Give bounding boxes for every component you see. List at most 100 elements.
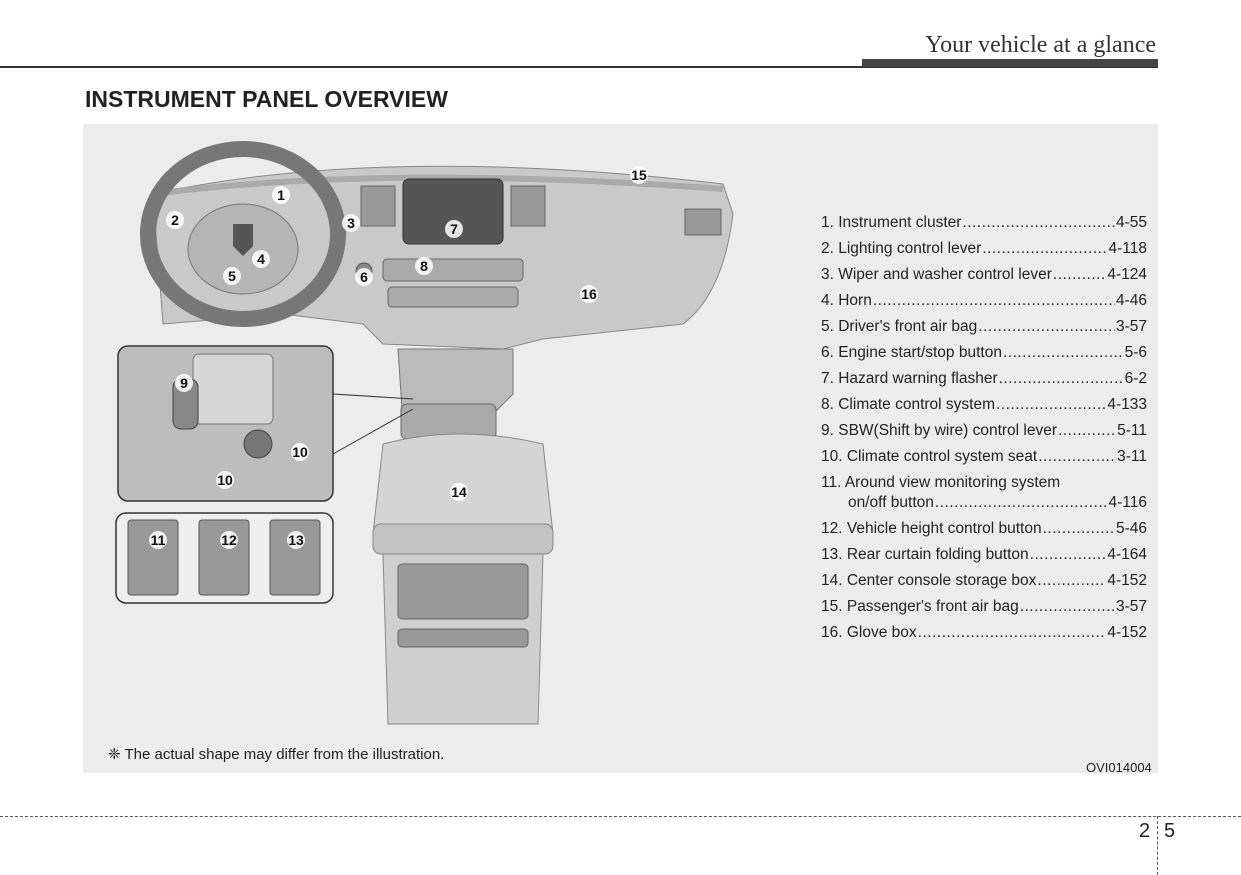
legend-label: 15. Passenger's front air bag [821, 598, 1019, 615]
callout-marker [220, 531, 238, 549]
leader-dots [1030, 546, 1107, 564]
callout-number: 8 [420, 258, 428, 274]
legend-item: 15. Passenger's front air bag 3-57 [821, 598, 1147, 624]
legend-item: 9. SBW(Shift by wire) control lever 5-11 [821, 422, 1147, 448]
legend-item: 3. Wiper and washer control lever 4-124 [821, 266, 1147, 292]
legend-label: 16. Glove box [821, 624, 917, 641]
callout-marker [216, 471, 234, 489]
callout-number: 4 [257, 251, 265, 267]
leader-dots [1058, 422, 1116, 440]
leader-dots [1037, 572, 1106, 590]
page-divider [1157, 816, 1158, 875]
leader-dots [1020, 598, 1115, 616]
callout-marker [166, 211, 184, 229]
callout-number: 3 [347, 215, 355, 231]
legend-item: 7. Hazard warning flasher6-2 [821, 370, 1147, 396]
legend-page: 3-11 [1117, 448, 1147, 465]
legend-label: 8. Climate control system [821, 396, 995, 413]
footer-rule [0, 816, 1241, 817]
callout-number: 11 [151, 532, 166, 548]
page-number: 5 [1164, 820, 1176, 842]
legend-page: 5-6 [1124, 344, 1147, 361]
leader-dots [996, 396, 1106, 414]
leader-dots [1043, 520, 1115, 538]
figure-code: OVI014004 [1086, 760, 1152, 775]
callout-number: 10 [217, 472, 233, 488]
legend-page: 4-46 [1115, 292, 1147, 309]
legend-page: 4-124 [1107, 266, 1147, 283]
legend-page: 4-152 [1107, 624, 1147, 641]
legend-label: 4. Horn [821, 292, 872, 309]
callout-number: 13 [288, 532, 304, 548]
legend-item: 1. Instrument cluster 4-55 [821, 214, 1147, 240]
callout-marker [445, 220, 463, 238]
legend-page: 3-57 [1115, 598, 1147, 615]
legend-label: 14. Center console storage box [821, 572, 1037, 589]
display-screen [402, 178, 504, 245]
callout-marker [415, 257, 433, 275]
callout-number: 16 [581, 286, 597, 302]
leader-dots [982, 240, 1107, 258]
legend-item: 10. Climate control system seat 3-11 [821, 448, 1147, 474]
leader-dots [999, 370, 1124, 388]
legend-label: 12. Vehicle height control button [821, 520, 1042, 537]
legend-list: 1. Instrument cluster 4-55 2. Lighting con… [821, 214, 1147, 650]
callout-marker [342, 214, 360, 232]
legend-item: 13. Rear curtain folding button 4-164 [821, 546, 1147, 572]
legend-page: 5-46 [1115, 520, 1147, 537]
leader-dots [978, 318, 1115, 336]
callout-marker [149, 531, 167, 549]
section-title: Your vehicle at a glance [925, 32, 1156, 58]
legend-label: 5. Driver's front air bag [821, 318, 978, 335]
callout-number: 15 [631, 167, 647, 183]
callout-number: 6 [360, 269, 368, 285]
legend-item: 12. Vehicle height control button 5-46 [821, 520, 1147, 546]
legend-page: 3-57 [1115, 318, 1147, 335]
leader-dots [918, 624, 1107, 642]
illustration-note: ❈ The actual shape may differ from the i… [108, 746, 445, 763]
legend-label: 1. Instrument cluster [821, 214, 962, 231]
legend-item-continued: on/off button 4-116 [821, 494, 1147, 520]
callout-marker [580, 285, 598, 303]
callout-marker [175, 374, 193, 392]
legend-label: 2. Lighting control lever [821, 240, 982, 257]
legend-label: 13. Rear curtain folding button [821, 546, 1029, 563]
legend-item: 4. Horn 4-46 [821, 292, 1147, 318]
chapter-number: 2 [1139, 820, 1151, 842]
callout-marker [450, 483, 468, 501]
legend-label: 10. Climate control system seat [821, 448, 1038, 465]
callout-marker [291, 443, 309, 461]
legend-item: 5. Driver's front air bag 3-57 [821, 318, 1147, 344]
legend-page: 4-55 [1115, 214, 1147, 231]
leader-dots [1053, 266, 1106, 284]
legend-item: 8. Climate control system 4-133 [821, 396, 1147, 422]
leader-dots [962, 214, 1115, 232]
legend-item: 11. Around view monitoring system [821, 474, 1061, 491]
header-rule [0, 66, 1158, 68]
callout-number: 14 [451, 484, 467, 500]
callout-number: 9 [180, 375, 188, 391]
leader-dots [935, 494, 1108, 512]
legend-item: 2. Lighting control lever 4-118 [821, 240, 1147, 266]
legend-page: 4-152 [1107, 572, 1147, 589]
callout-marker [252, 250, 270, 268]
legend-page: 4-116 [1108, 494, 1148, 511]
leader-dots [1038, 448, 1116, 466]
legend-page: 4-164 [1107, 546, 1147, 563]
legend-page: 4-133 [1107, 396, 1147, 413]
legend-page: 5-11 [1117, 422, 1147, 439]
legend-label: 9. SBW(Shift by wire) control lever [821, 422, 1058, 439]
legend-label: on/off button [848, 494, 934, 511]
callout-number: 12 [221, 532, 237, 548]
callout-number: 7 [450, 221, 458, 237]
legend-page: 4-118 [1108, 240, 1148, 257]
callout-number: 2 [171, 212, 179, 228]
legend-label: 3. Wiper and washer control lever [821, 266, 1052, 283]
page-heading: INSTRUMENT PANEL OVERVIEW [85, 86, 448, 112]
legend-label: 6. Engine start/stop button [821, 344, 1002, 361]
callout-marker [272, 186, 290, 204]
leader-dots [1003, 344, 1124, 362]
callout-marker [223, 267, 241, 285]
